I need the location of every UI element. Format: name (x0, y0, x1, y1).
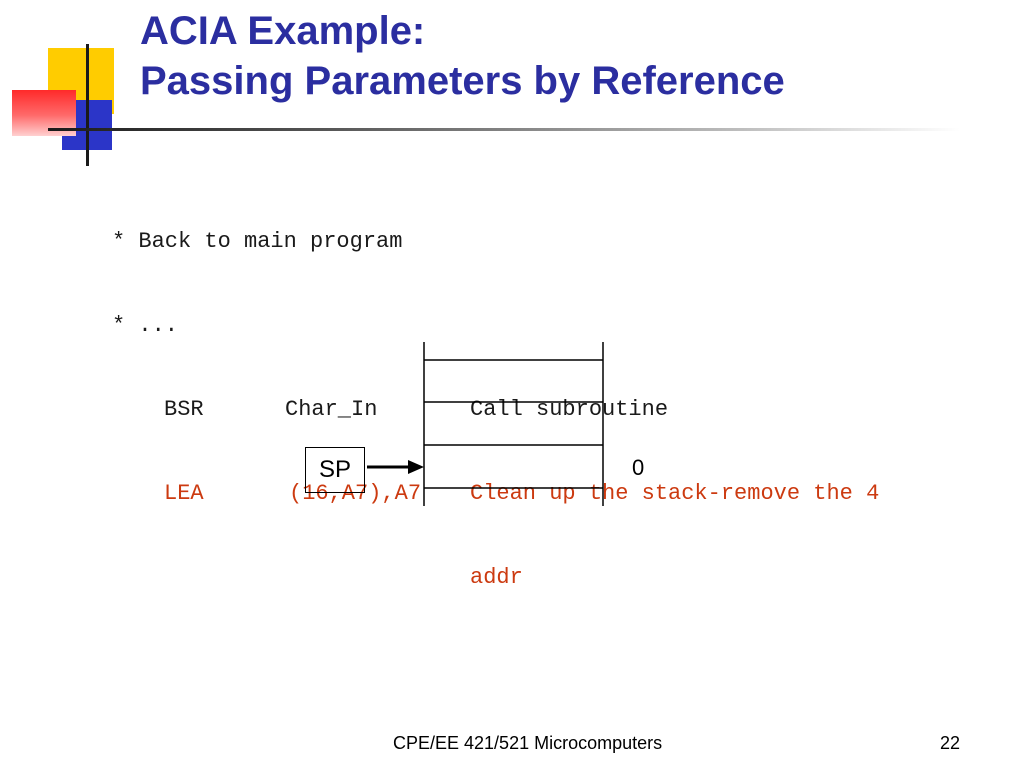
code-comment: * Back to main program (112, 229, 403, 254)
sp-label-box: SP (305, 447, 365, 493)
code-inline-comment: Clean up the stack-remove the 4 (470, 481, 880, 506)
code-block: * Back to main program * ... BSR Char_In… (112, 172, 972, 648)
stack-offset-label: 0 (632, 455, 645, 480)
code-line-comment-1: * Back to main program (112, 228, 972, 256)
code-operand: (16,A7),A7 (289, 481, 422, 506)
code-opcode: BSR (164, 397, 204, 422)
code-inline-comment: Call subroutine (470, 397, 669, 422)
title-underline (48, 128, 960, 131)
code-comment: * ... (112, 313, 179, 338)
code-inline-comment-cont: addr (470, 565, 523, 590)
slide-title: ACIA Example: Passing Parameters by Refe… (140, 6, 785, 106)
slide-title-line2: Passing Parameters by Reference (140, 59, 785, 103)
code-line-lea-cont: addr (112, 564, 972, 592)
footer-page-number: 22 (940, 733, 961, 753)
code-line-comment-2: * ... (112, 312, 972, 340)
code-operand: Char_In (285, 397, 378, 422)
logo-vertical-line (86, 44, 89, 166)
code-line-lea: LEA (16,A7),A7 Clean up the stack-remove… (112, 480, 972, 508)
code-opcode: LEA (164, 481, 204, 506)
slide-title-line1: ACIA Example: (140, 9, 426, 53)
footer-course: CPE/EE 421/521 Microcomputers (393, 733, 663, 753)
sp-arrow-head (408, 460, 424, 474)
code-line-bsr: BSR Char_In Call subroutine (112, 396, 972, 424)
